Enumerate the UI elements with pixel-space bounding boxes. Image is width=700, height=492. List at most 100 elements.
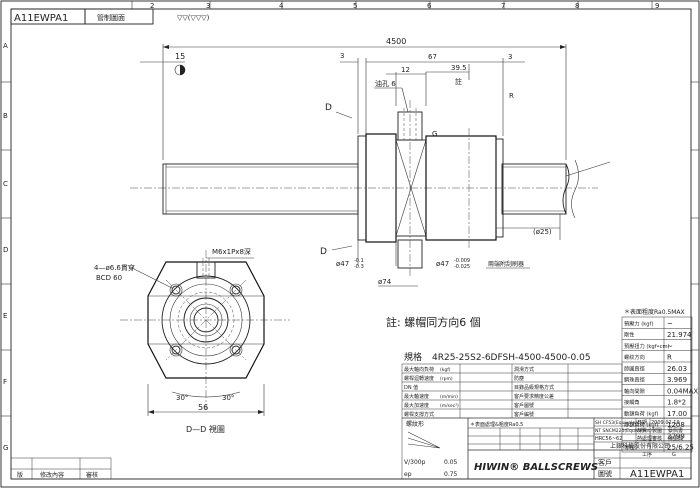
rev-header-version: 版 <box>17 471 23 479</box>
spec-left-unit: (m/sec²) <box>440 403 459 409</box>
row-label: A <box>3 42 8 50</box>
param-key: 鋼珠直徑 <box>624 376 645 384</box>
param-key: 剛性 <box>624 331 634 339</box>
row-ruler: A B C D E F G <box>1 42 699 452</box>
material-label: 材質 <box>637 427 647 434</box>
dim-nut-length: 67 <box>428 53 437 61</box>
shaft-left <box>162 163 359 215</box>
drawing-title-box <box>84 8 154 25</box>
spec-left-key: 最大軸向負荷 <box>404 366 434 373</box>
col-label: 8 <box>575 2 579 10</box>
designer: 蔡佩書 <box>668 427 683 434</box>
note-mark: 註 <box>455 77 462 86</box>
spec-right-key: 客戶圖號 <box>514 402 534 409</box>
ballscrew-main-view <box>130 100 611 276</box>
param-value: ~ <box>667 342 673 350</box>
param-key: 節圓直徑 <box>624 364 645 372</box>
rev-header-content: 修改內容 <box>40 471 64 479</box>
spec-table: 最大軸向負荷(kgf)潤滑方式螺桿迴轉速度(rpm)防塵DN 值目錄品級規格方式… <box>401 363 623 419</box>
angle-b: 30° <box>222 394 234 402</box>
spec-left-key: 最大加速度 <box>404 402 429 409</box>
param-value: 17.00 <box>667 410 687 418</box>
inner-frame <box>10 8 692 480</box>
spec-left-key: 螺桿迴轉速度 <box>404 375 434 382</box>
param-value: 0.04MAX <box>667 387 698 395</box>
code-label: 圖號 <box>598 469 612 478</box>
dim-left-end: 15 <box>175 52 185 61</box>
main-dimensions: 4500 15 3 67 3 12 39.5 油孔 6 註 R G D D (ø… <box>140 37 567 287</box>
col-label: 2 <box>150 2 154 10</box>
nut-note: 註: 螺帽同方向6 個 <box>386 315 481 329</box>
param-key: 靜額負荷 (kgf) <box>624 421 659 429</box>
param-key: 軸向間隙 <box>624 387 645 395</box>
param-value: 26.03 <box>667 365 687 373</box>
spec-left-key: DN 值 <box>404 384 418 391</box>
angle-a: 30° <box>176 394 188 402</box>
row-label: G <box>3 444 8 452</box>
col-label: 6 <box>427 2 432 10</box>
dim-half: 39.5 <box>451 64 467 72</box>
drawing-code: A11EWPA1 <box>14 13 68 24</box>
column-ruler: 2 3 4 5 6 7 8 9 <box>131 1 659 10</box>
tap-spec: M6x1Px8深 <box>212 247 251 256</box>
od-47b: ø47 <box>436 260 449 268</box>
od-47a: ø47 <box>336 260 349 268</box>
od-47a-tol-lo: -0.3 <box>354 264 364 270</box>
param-key: 動額負荷 (kgf) <box>624 409 659 417</box>
hardness-note: ＊表面處理&粗度Ra0.5 <box>470 421 523 428</box>
row-label: E <box>3 312 7 320</box>
ep-label: ep <box>404 471 412 478</box>
spec-left-key: 最大軸速度 <box>404 393 429 400</box>
spec-right-key: 客戶要求精度公差 <box>514 393 554 400</box>
material-1: SH CF53(Equivalent) <box>595 420 642 426</box>
row-label: B <box>3 112 8 120</box>
param-value: ~ <box>667 320 673 328</box>
section-mark-bottom: D <box>320 247 327 257</box>
bcd-value: BCD 60 <box>96 274 122 282</box>
spec-left-key: 螺桿支撐方式 <box>404 411 434 418</box>
od-74: ø74 <box>378 278 392 286</box>
dim-flange: 12 <box>401 66 410 74</box>
oil-hole-label: 油孔 6 <box>375 79 396 88</box>
material-2: NT SNCM220(Equivalent) <box>595 428 652 434</box>
spec-label: 規格 <box>404 351 422 363</box>
r-mark: R <box>509 92 514 100</box>
param-key: 預壓力 (kgf) <box>624 319 653 327</box>
drawing-title: 管制圖面 <box>97 13 125 22</box>
customer-label: 客戶 <box>598 458 612 467</box>
param-value: 1208 <box>667 421 685 429</box>
od-47b-tol-up: -0.009 <box>454 258 470 264</box>
param-key: 接觸角 <box>624 398 640 406</box>
unit-value: G <box>672 452 676 458</box>
param-value: 2799 <box>667 432 685 440</box>
section-mark-top: D <box>325 103 332 113</box>
dim-right-gap: 3 <box>508 53 512 61</box>
bolt-holes: 4—ø6.6貫穿 <box>94 263 135 272</box>
date-value: 2009.02.19 <box>651 420 680 426</box>
spec-left-unit: (m/min) <box>440 394 458 400</box>
spec-right-key: 目錄品級規格方式 <box>514 384 554 391</box>
col-label: 4 <box>279 2 284 10</box>
dim-overall: 4500 <box>386 37 406 46</box>
param-header-note: ＊表面粗度Ra0.5MAX <box>624 308 685 316</box>
hardness: HRC56~62 <box>595 436 622 442</box>
spec-right-key: 潤滑方式 <box>514 366 534 373</box>
g-mark: G <box>432 130 437 138</box>
od-47a-tol-up: -0.1 <box>354 258 364 264</box>
spec-left-unit: (rpm) <box>440 376 453 382</box>
param-value: R <box>667 354 672 362</box>
heat-label: 熱處理 <box>637 435 652 442</box>
wiper-right <box>495 138 504 238</box>
runout-label: V/300p <box>404 459 426 466</box>
od-47b-tol-lo: -0.025 <box>454 264 470 270</box>
param-key: 螺紋方向 <box>624 353 645 361</box>
col-label: 9 <box>655 2 659 10</box>
approve-label: 審核 <box>652 435 662 442</box>
title-block: 版 修改內容 審核 螺紋形 V/300p 0.05 ep 0.75 ＊表面處理&… <box>10 417 692 480</box>
param-value: 1.8*2 <box>667 399 686 407</box>
dim-left-gap: 3 <box>340 52 344 60</box>
